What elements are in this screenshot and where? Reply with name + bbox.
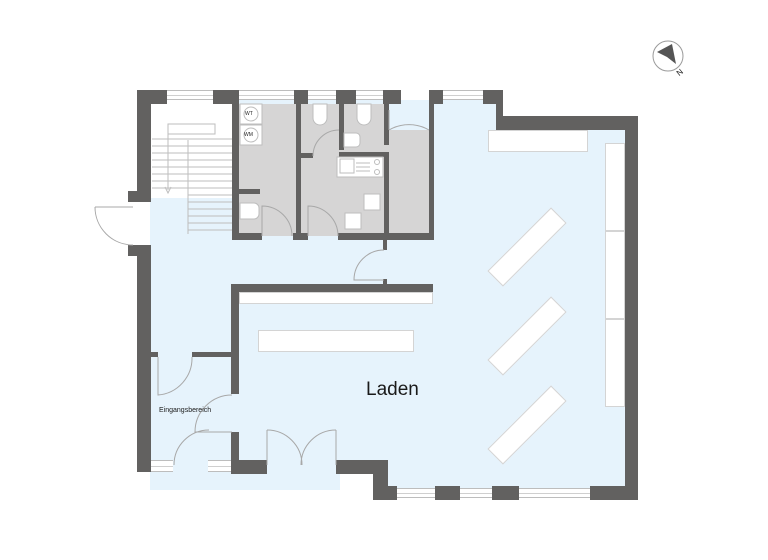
wall bbox=[339, 152, 384, 157]
wall bbox=[301, 153, 313, 158]
wall bbox=[231, 460, 267, 474]
counter-along-wall bbox=[239, 292, 433, 304]
window bbox=[443, 90, 483, 100]
window bbox=[208, 460, 231, 472]
window bbox=[151, 460, 173, 472]
wall bbox=[137, 245, 151, 472]
shelf-top bbox=[488, 130, 588, 152]
wall bbox=[238, 189, 260, 194]
wall bbox=[384, 152, 389, 240]
wall bbox=[384, 100, 389, 145]
wall bbox=[296, 100, 301, 240]
staircase-floor bbox=[150, 100, 232, 198]
window bbox=[356, 90, 383, 100]
cabinet-1 bbox=[363, 193, 381, 211]
window bbox=[397, 488, 435, 498]
wall bbox=[293, 233, 308, 240]
room-label-laden: Laden bbox=[366, 379, 419, 400]
wall bbox=[496, 90, 503, 130]
room-label-eingangsbereich: Eingangsbereich bbox=[159, 407, 212, 414]
toilet-1 bbox=[312, 103, 328, 126]
sink-laundry bbox=[239, 202, 260, 220]
compass-rose bbox=[652, 40, 684, 72]
wall bbox=[137, 90, 151, 202]
wall bbox=[435, 486, 460, 500]
front-side-door bbox=[94, 206, 134, 246]
wall bbox=[231, 432, 239, 474]
wall bbox=[373, 486, 397, 500]
wall bbox=[625, 116, 638, 500]
wall bbox=[231, 284, 433, 292]
shelf-right-2 bbox=[605, 231, 625, 319]
window bbox=[167, 90, 213, 100]
wall bbox=[383, 240, 387, 250]
wall bbox=[339, 100, 344, 150]
washer-label: WM bbox=[244, 132, 253, 138]
dryer-label: WT bbox=[245, 111, 253, 117]
window bbox=[460, 488, 492, 498]
wall bbox=[128, 191, 150, 202]
shop-floor-upper-right bbox=[388, 104, 498, 130]
shelf-right-3 bbox=[605, 319, 625, 407]
wall bbox=[496, 116, 638, 130]
center-table bbox=[258, 330, 414, 352]
window bbox=[308, 90, 336, 100]
wall bbox=[231, 284, 239, 394]
wall bbox=[338, 233, 434, 240]
sink-wc bbox=[343, 132, 361, 148]
door-swings bbox=[94, 110, 430, 466]
wall bbox=[150, 352, 158, 357]
sanitary-fixtures bbox=[239, 103, 384, 230]
toilet-2 bbox=[356, 103, 372, 126]
wall bbox=[137, 90, 167, 104]
wall bbox=[383, 279, 387, 285]
window bbox=[239, 90, 294, 100]
wall bbox=[429, 100, 434, 240]
wall bbox=[213, 90, 238, 104]
wall bbox=[192, 352, 232, 357]
shelf-right-1 bbox=[605, 143, 625, 231]
wall bbox=[492, 486, 519, 500]
staircase bbox=[152, 123, 232, 234]
window bbox=[519, 488, 590, 498]
wall bbox=[232, 233, 262, 240]
wall bbox=[232, 90, 239, 240]
cabinet-2 bbox=[344, 212, 362, 230]
